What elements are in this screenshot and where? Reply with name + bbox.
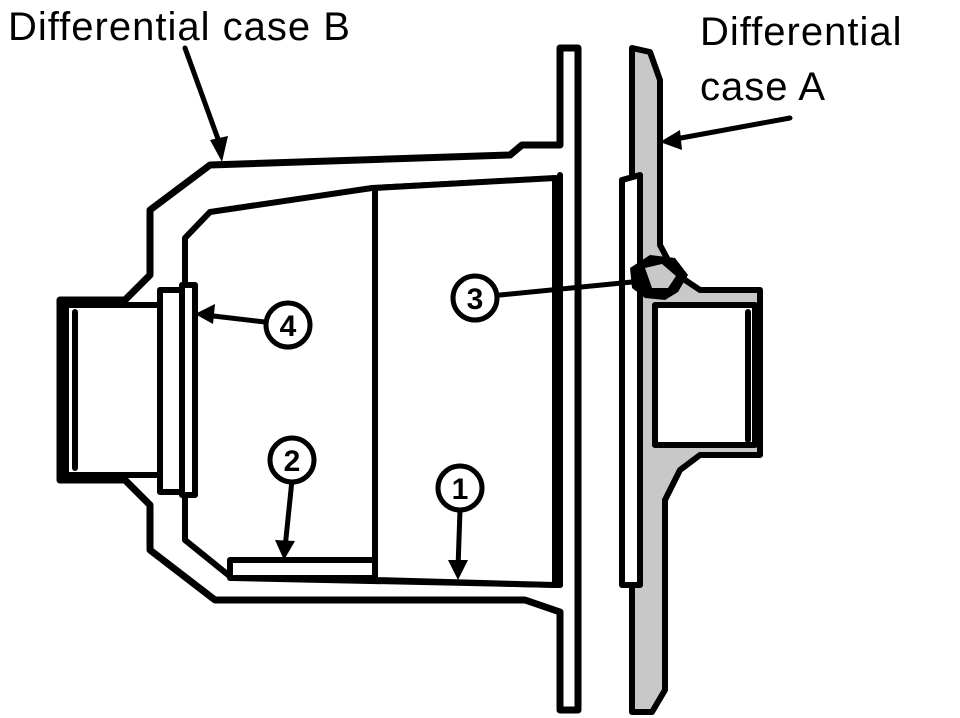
leader-callout-1 <box>455 507 463 571</box>
clutch-pack <box>179 175 558 588</box>
callout-2: 2 <box>267 435 317 485</box>
leader-callout-2 <box>282 477 295 551</box>
pressure-ring <box>372 175 558 588</box>
leader-callout-3 <box>497 279 635 298</box>
differential-case-a <box>619 45 763 715</box>
leader-lines <box>182 45 793 580</box>
callout-2-circle <box>267 435 317 485</box>
leader-case-a <box>667 115 793 143</box>
callout-3: 3 <box>450 273 500 323</box>
case-b-shaft-boss <box>63 302 163 478</box>
arrow-case-a <box>660 130 682 150</box>
label-differential-case-a-line1: Differential <box>700 10 902 54</box>
callout-4-circle <box>263 300 313 350</box>
case-a-inner-face <box>619 172 643 588</box>
leader-case-b <box>182 45 225 153</box>
callout-3-number: 3 <box>467 283 484 316</box>
callout-1-circle <box>435 463 485 513</box>
callout-1-number: 1 <box>452 473 469 506</box>
callout-2-number: 2 <box>284 445 301 478</box>
case-a-hub-bore <box>652 302 758 448</box>
case-a-gear-seat-highlight <box>645 264 676 288</box>
arrow-callout-2 <box>275 540 295 560</box>
arrow-callout-1 <box>448 560 468 580</box>
callout-4: 4 <box>263 300 313 350</box>
label-differential-case-b: Differential case B <box>8 5 351 49</box>
arrow-callout-4 <box>195 304 215 324</box>
label-differential-case-a-line2: case A <box>700 65 826 109</box>
thrust-washer <box>179 282 198 498</box>
callout-4-number: 4 <box>280 310 297 343</box>
callout-1: 1 <box>435 463 485 513</box>
callout-3-circle <box>450 273 500 323</box>
leader-callout-4 <box>202 312 268 325</box>
arrow-case-b <box>210 136 228 162</box>
friction-disc <box>227 557 378 581</box>
